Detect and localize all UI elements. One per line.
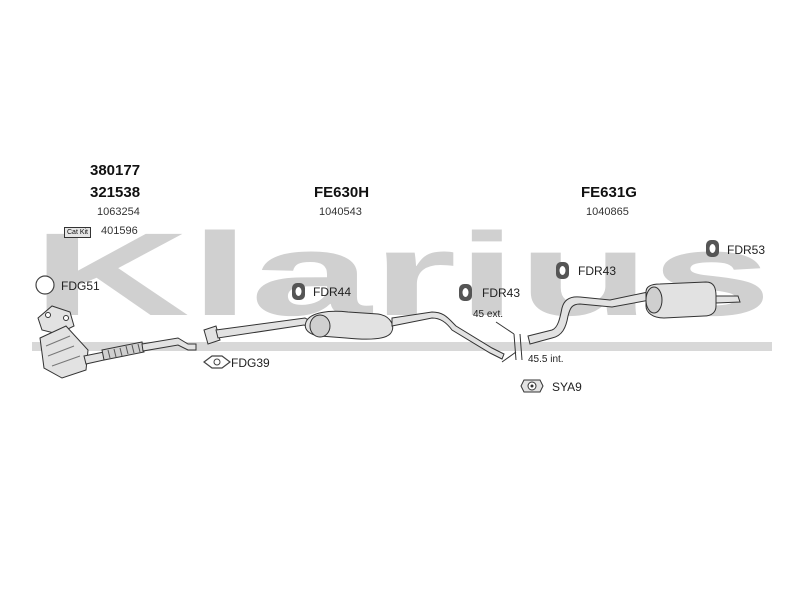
rear-silencer	[645, 281, 717, 319]
rear-section	[527, 281, 741, 345]
gasket-oval-icon	[203, 355, 231, 369]
callout-fdg39: FDG39	[231, 356, 270, 370]
joint-marks	[495, 321, 523, 363]
clamp-icon-sya9	[520, 379, 544, 393]
cat-kit-number: 401596	[101, 225, 138, 237]
catalytic-converter-section	[37, 305, 197, 379]
cat-kit-badge: Cat Kit	[64, 227, 92, 238]
section-1-ref: 1063254	[97, 206, 140, 218]
watermark-underline	[32, 342, 772, 351]
tailpipe	[715, 295, 741, 304]
section-3-code-primary: FE631G	[581, 184, 637, 201]
callout-fdr43-mid: FDR43	[482, 286, 521, 300]
mid-outlet-pipe	[391, 311, 505, 360]
section-1-code-secondary: 321538	[90, 184, 141, 201]
catalytic-converter-body	[39, 325, 89, 379]
flex-joint	[101, 341, 145, 361]
rubber-hanger-icon-fdr44	[292, 283, 305, 300]
section-2-ref: 1040543	[319, 206, 362, 218]
rubber-hanger-icon-fdr43-rear	[556, 262, 569, 279]
dimension-internal: 45.5 int.	[528, 354, 564, 365]
front-pipe	[141, 337, 197, 352]
callout-fdr44: FDR44	[313, 285, 352, 299]
section-2-code-primary: FE630H	[314, 184, 370, 201]
callout-fdg51: FDG51	[61, 279, 100, 293]
rubber-hanger-icon-fdr53	[706, 240, 719, 257]
rubber-hanger-icon-fdr43-mid	[459, 284, 472, 301]
section-3-ref: 1040865	[586, 206, 629, 218]
section-1-code-primary: 380177	[90, 162, 141, 179]
callout-sya9: SYA9	[552, 380, 582, 394]
middle-section	[203, 310, 505, 360]
callout-fdr53: FDR53	[727, 243, 766, 257]
dimension-external: 45 ext.	[473, 309, 504, 320]
gasket-ring-icon	[35, 275, 55, 295]
callout-fdr43-rear: FDR43	[578, 264, 617, 278]
